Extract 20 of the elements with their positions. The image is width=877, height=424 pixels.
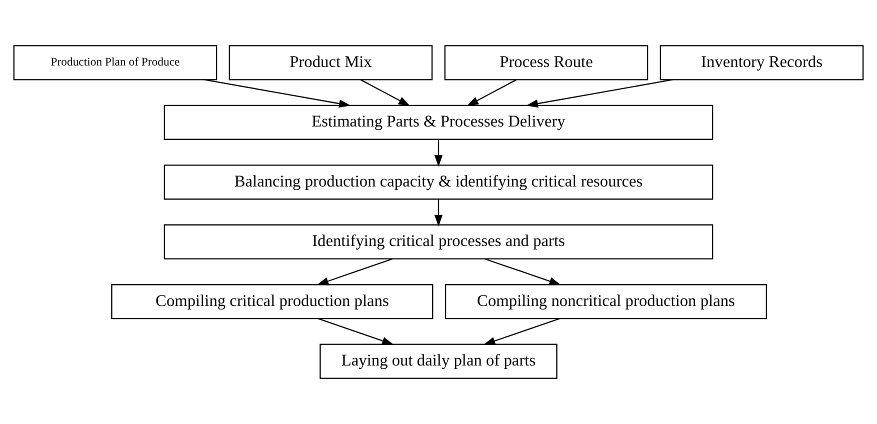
arrow [484,258,562,286]
node-box: Laying out daily plan of parts [320,344,558,379]
node-box: Balancing production capacity & identifying critical resources [164,164,714,200]
node-box: Compiling noncritical production plans [444,284,768,320]
arrow [526,79,673,108]
node-box: Inventory Records [660,45,864,80]
node-box: Compiling critical production plans [111,284,434,320]
node-box: Identifying critical processes and parts [164,224,714,260]
arrow [318,318,394,345]
arrow [204,79,351,108]
node-box: Estimating Parts & Processes Delivery [164,104,714,140]
arrow [360,79,410,106]
node-box: Product Mix [228,45,433,80]
arrow [316,258,393,286]
arrow [434,140,443,167]
arrow [434,199,443,227]
node-box: Production Plan of Produce [13,45,218,80]
arrow [466,79,517,106]
arrow [483,318,560,345]
node-box: Process Route [444,45,648,80]
